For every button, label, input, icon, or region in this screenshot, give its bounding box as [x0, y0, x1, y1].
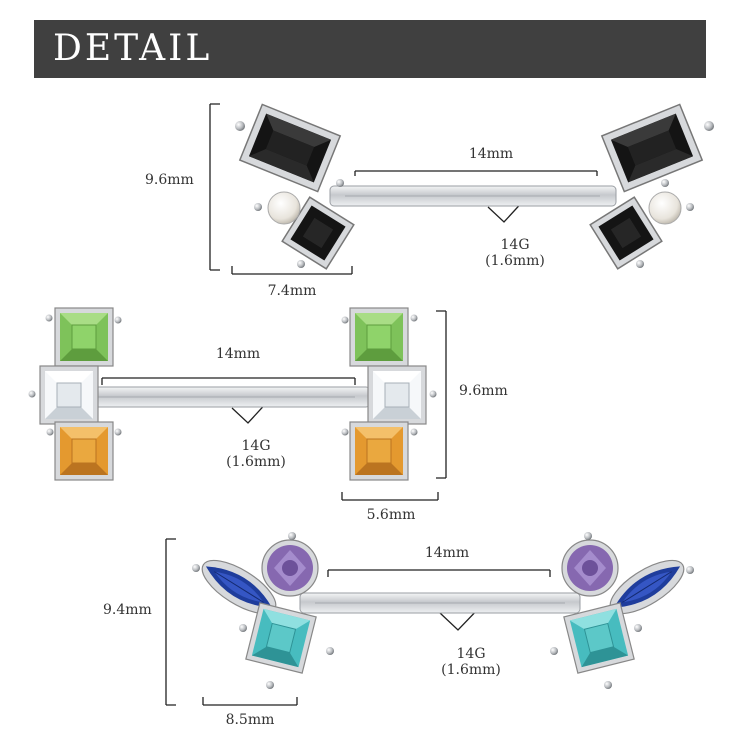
aqua-square-stone-left	[245, 602, 317, 674]
purple-round-stone-left	[261, 539, 319, 597]
clear-square-stone-right	[367, 365, 427, 425]
black-baguette-stone-left-small	[281, 196, 355, 270]
product-1-height-label: 9.6mm	[145, 172, 194, 188]
product-2-barbell	[28, 307, 447, 501]
blue-marquise-stone-right	[609, 559, 685, 615]
black-baguette-stone-left	[238, 103, 342, 193]
product-2-gauge-label: 14G	[241, 438, 271, 454]
product-3-length-label: 14mm	[424, 545, 470, 561]
amber-square-stone-left	[54, 421, 114, 481]
product-1-length-label: 14mm	[468, 146, 514, 162]
product-3-width-label: 8.5mm	[225, 712, 275, 728]
black-baguette-stone-right-small	[589, 196, 663, 270]
product-1-gauge-label: 14G	[500, 237, 530, 253]
green-square-stone-right	[349, 307, 409, 367]
product-2-length-label: 14mm	[215, 346, 261, 362]
black-baguette-stone-right	[600, 103, 704, 193]
product-1-barbell	[209, 103, 714, 275]
product-3-gauge-mm-label: (1.6mm)	[441, 662, 501, 678]
product-3-height-label: 9.4mm	[103, 602, 152, 618]
blue-marquise-stone-left	[201, 559, 277, 615]
clear-square-stone-left	[39, 365, 99, 425]
product-1-gauge-mm-label: (1.6mm)	[485, 253, 545, 269]
header-title: DETAIL	[53, 28, 213, 69]
product-2-height-label: 9.6mm	[459, 383, 508, 399]
product-2-width-label: 5.6mm	[366, 507, 416, 523]
product-1-width-label: 7.4mm	[267, 283, 317, 299]
amber-square-stone-right	[349, 421, 409, 481]
product-3-gauge-label: 14G	[456, 646, 486, 662]
product-2-gauge-mm-label: (1.6mm)	[226, 454, 286, 470]
green-square-stone-left	[54, 307, 114, 367]
aqua-square-stone-right	[563, 602, 635, 674]
product-3-barbell	[165, 532, 694, 706]
purple-round-stone-right	[561, 539, 619, 597]
detail-header: DETAIL	[34, 20, 706, 78]
